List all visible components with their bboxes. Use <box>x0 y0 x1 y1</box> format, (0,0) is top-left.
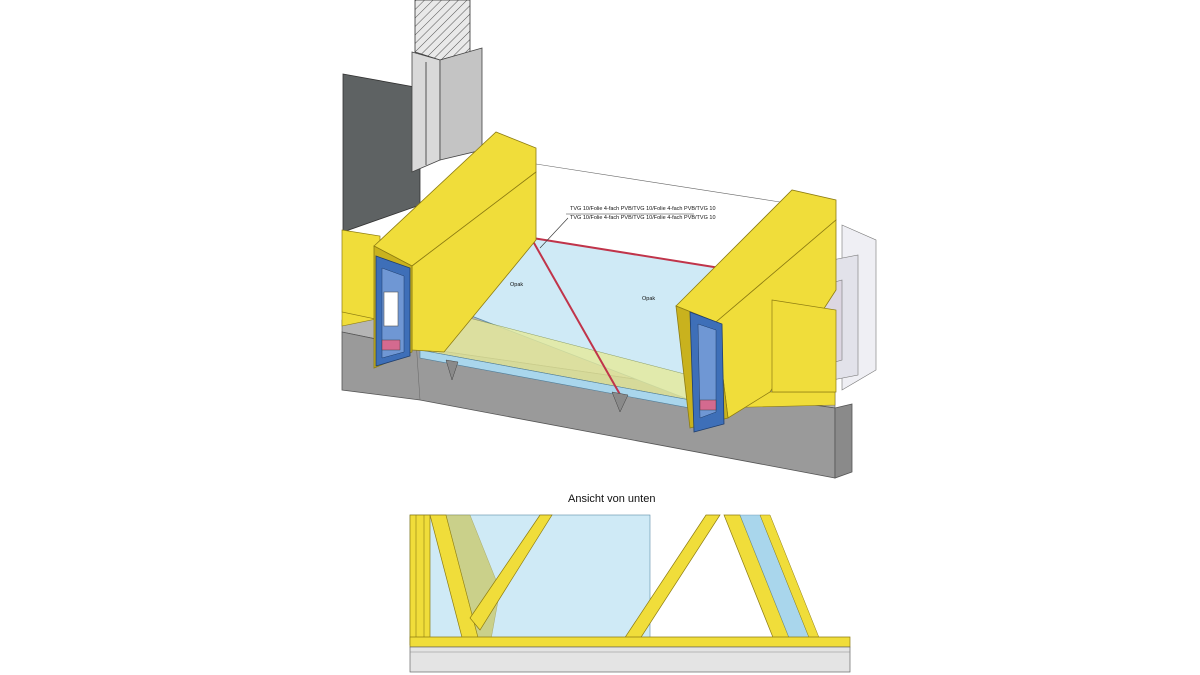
bottom-view <box>409 514 851 673</box>
outline-thin <box>535 163 781 203</box>
wall-section-hatched <box>414 0 471 61</box>
pane-right-label: Opak <box>642 296 655 302</box>
annotation-leader <box>539 217 569 249</box>
bottom-frame-left <box>409 514 431 646</box>
glass-spec-line-1: TVG 10/Folie 4-fach PVB/TVG 10/Folie 4-f… <box>570 206 716 212</box>
bottom-strut-center-a <box>469 514 553 631</box>
glass-joint-diagonal <box>529 235 623 399</box>
bottom-concrete-base <box>409 646 851 673</box>
isometric-view: TVG 10/Folie 4-fach PVB/TVG 10/Folie 4-f… <box>341 0 877 479</box>
support-fin-2 <box>611 391 629 413</box>
bottom-bearing-strip <box>409 636 851 648</box>
view-caption: Ansicht von unten <box>568 493 655 505</box>
glass-spec-line-2: TVG 10/Folie 4-fach PVB/TVG 10/Folie 4-f… <box>570 215 716 221</box>
support-fin-1 <box>445 359 459 381</box>
glass-clamp-left <box>383 291 399 327</box>
concrete-slab-side <box>834 403 853 479</box>
yellow-block-right <box>771 299 837 393</box>
pane-left-label: Opak <box>510 282 523 288</box>
wall-panel-dark <box>342 73 421 233</box>
steel-profile-right <box>689 311 725 433</box>
wall-column-front <box>439 47 483 161</box>
steel-profile-left <box>375 255 411 367</box>
